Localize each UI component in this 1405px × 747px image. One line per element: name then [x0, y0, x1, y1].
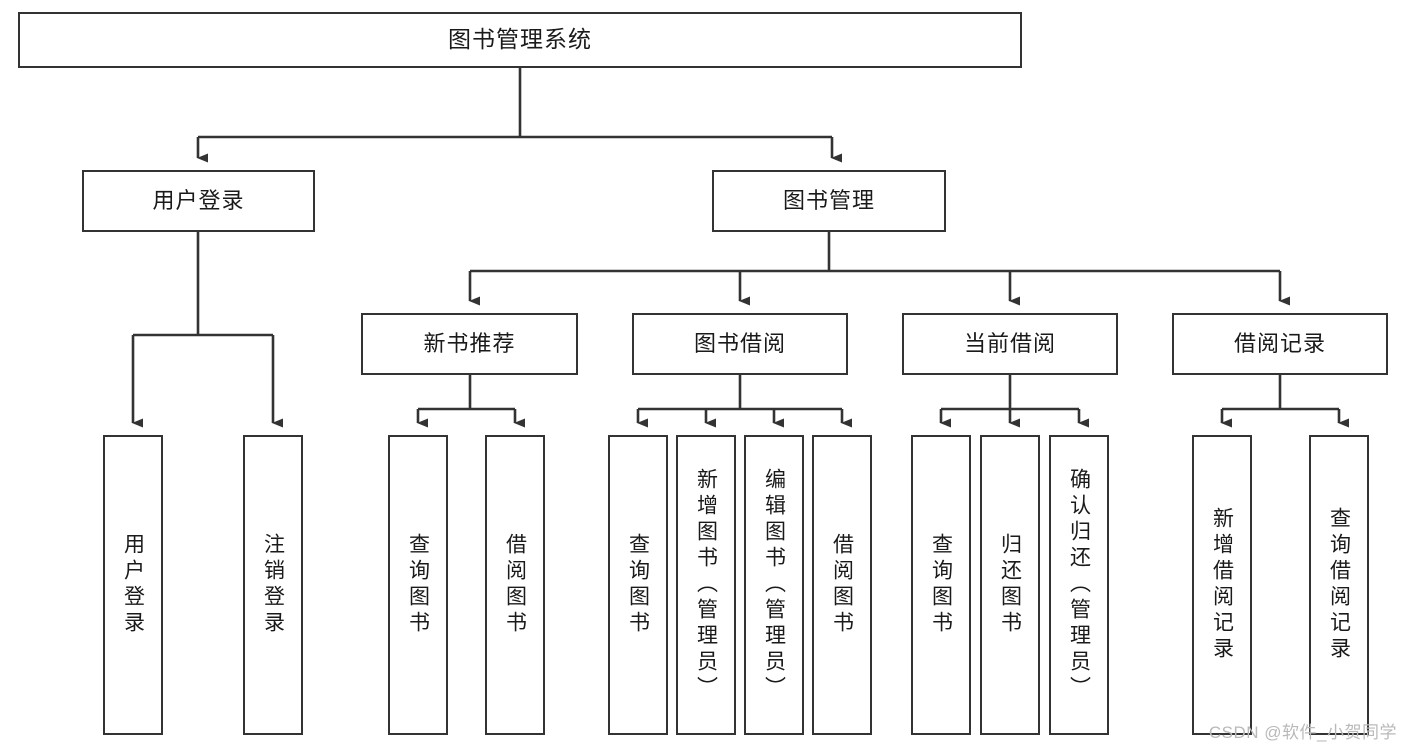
node-borrow-record[interactable]: 借阅记录: [1172, 313, 1388, 375]
leaf-borrow-record-query[interactable]: 查询借阅记录: [1309, 435, 1369, 735]
leaf-new-book-borrow[interactable]: 借阅图书: [485, 435, 545, 735]
leaf-user-login-signin-label: 用户登录: [121, 533, 145, 637]
leaf-book-borrow-edit-label: 编辑图书（管理员）: [762, 468, 786, 702]
node-user-login-label: 用户登录: [152, 187, 245, 213]
node-book-management-label: 图书管理: [782, 187, 875, 213]
leaf-book-borrow-add[interactable]: 新增图书（管理员）: [676, 435, 736, 735]
node-new-book-recommend-label: 新书推荐: [423, 330, 516, 356]
leaf-borrow-record-add-label: 新增借阅记录: [1210, 507, 1234, 663]
node-root-system-label: 图书管理系统: [448, 26, 592, 53]
leaf-current-borrow-query-label: 查询图书: [929, 533, 953, 637]
leaf-book-borrow-add-label: 新增图书（管理员）: [694, 468, 718, 702]
node-borrow-record-label: 借阅记录: [1233, 330, 1326, 356]
node-current-borrow[interactable]: 当前借阅: [902, 313, 1118, 375]
leaf-borrow-record-add[interactable]: 新增借阅记录: [1192, 435, 1252, 735]
node-root-system[interactable]: 图书管理系统: [18, 12, 1022, 68]
node-new-book-recommend[interactable]: 新书推荐: [361, 313, 578, 375]
leaf-book-borrow-lend[interactable]: 借阅图书: [812, 435, 872, 735]
leaf-current-borrow-return-label: 归还图书: [998, 533, 1022, 637]
leaf-book-borrow-query[interactable]: 查询图书: [608, 435, 668, 735]
leaf-user-login-signout-label: 注销登录: [261, 533, 285, 637]
leaf-book-borrow-edit[interactable]: 编辑图书（管理员）: [744, 435, 804, 735]
leaf-user-login-signin[interactable]: 用户登录: [103, 435, 163, 735]
leaf-current-borrow-return[interactable]: 归还图书: [980, 435, 1040, 735]
leaf-book-borrow-lend-label: 借阅图书: [830, 533, 854, 637]
leaf-new-book-query[interactable]: 查询图书: [388, 435, 448, 735]
leaf-current-borrow-confirm-return[interactable]: 确认归还（管理员）: [1049, 435, 1109, 735]
csdn-watermark: CSDN @软件_小贺同学: [1208, 723, 1397, 742]
leaf-new-book-query-label: 查询图书: [406, 533, 430, 637]
node-book-management[interactable]: 图书管理: [712, 170, 946, 232]
node-book-borrow[interactable]: 图书借阅: [632, 313, 848, 375]
leaf-current-borrow-query[interactable]: 查询图书: [911, 435, 971, 735]
leaf-user-login-signout[interactable]: 注销登录: [243, 435, 303, 735]
node-current-borrow-label: 当前借阅: [963, 330, 1056, 356]
node-user-login[interactable]: 用户登录: [82, 170, 315, 232]
leaf-borrow-record-query-label: 查询借阅记录: [1327, 507, 1351, 663]
node-book-borrow-label: 图书借阅: [693, 330, 786, 356]
leaf-current-borrow-confirm-return-label: 确认归还（管理员）: [1067, 468, 1091, 702]
leaf-book-borrow-query-label: 查询图书: [626, 533, 650, 637]
leaf-new-book-borrow-label: 借阅图书: [503, 533, 527, 637]
